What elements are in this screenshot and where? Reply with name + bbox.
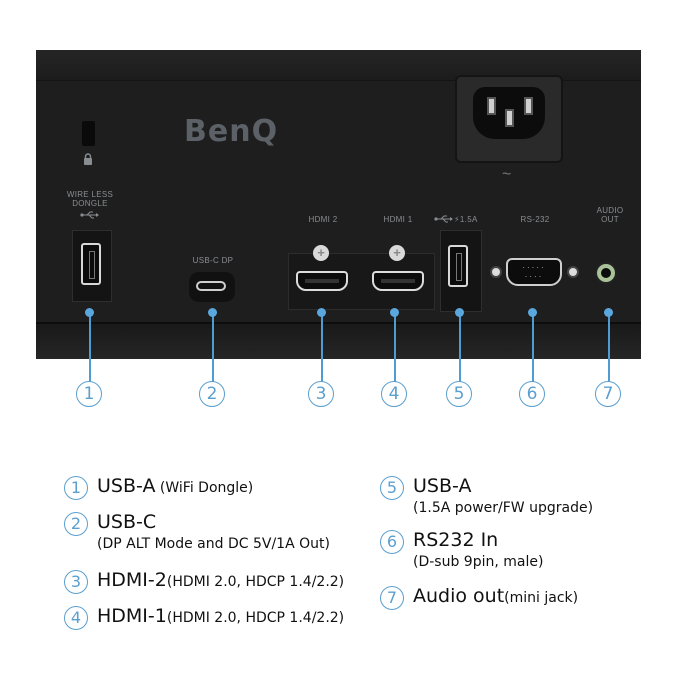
kensington-lock-slot bbox=[82, 121, 95, 146]
usb-a-dongle-port bbox=[81, 243, 101, 285]
legend-detail: (DP ALT Mode and DC 5V/1A Out) bbox=[97, 536, 330, 552]
callout-1: 1 bbox=[76, 381, 102, 407]
brand-logo: BenQ bbox=[184, 114, 279, 149]
legend-detail: (HDMI 2.0, HDCP 1.4/2.2) bbox=[166, 574, 345, 590]
usb-c-port bbox=[196, 281, 226, 291]
legend-detail: (HDMI 2.0, HDCP 1.4/2.2) bbox=[166, 610, 345, 626]
callout-dot bbox=[528, 308, 537, 317]
legend-number: 6 bbox=[380, 530, 404, 554]
label-rs232: RS-232 bbox=[520, 215, 550, 224]
usb-c-port-frame bbox=[189, 272, 235, 302]
label-audio-out: AUDIO OUT bbox=[596, 206, 624, 224]
power-socket-icon bbox=[473, 87, 545, 139]
leader-line bbox=[459, 312, 461, 382]
callout-3: 3 bbox=[308, 381, 334, 407]
label-hdmi1: HDMI 1 bbox=[383, 215, 413, 224]
legend-title: HDMI-1 bbox=[97, 605, 167, 627]
leader-line bbox=[608, 312, 610, 382]
legend-title: RS232 In bbox=[413, 529, 499, 551]
callout-dot bbox=[317, 308, 326, 317]
legend-number: 7 bbox=[380, 586, 404, 610]
callout-dot bbox=[455, 308, 464, 317]
callout-7: 7 bbox=[595, 381, 621, 407]
hdmi1-port bbox=[372, 271, 424, 291]
label-usb-c-dp: USB-C DP bbox=[192, 256, 234, 265]
callout-5: 5 bbox=[446, 381, 472, 407]
leader-line bbox=[212, 312, 214, 382]
legend-title: USB-A bbox=[413, 475, 472, 497]
callout-2: 2 bbox=[199, 381, 225, 407]
callout-dot bbox=[85, 308, 94, 317]
legend-number: 4 bbox=[64, 606, 88, 630]
usb-icon bbox=[434, 215, 453, 223]
dsub-nut bbox=[490, 266, 502, 278]
audio-out-jack bbox=[595, 262, 617, 284]
socket-pin bbox=[487, 97, 496, 115]
legend-number: 2 bbox=[64, 512, 88, 536]
power-socket bbox=[455, 75, 563, 163]
legend-number: 5 bbox=[380, 476, 404, 500]
legend-title: Audio out bbox=[413, 585, 505, 607]
legend-number: 3 bbox=[64, 570, 88, 594]
callout-4: 4 bbox=[381, 381, 407, 407]
leader-line bbox=[321, 312, 323, 382]
callout-dot bbox=[390, 308, 399, 317]
legend-number: 1 bbox=[64, 476, 88, 500]
ac-symbol: ~ bbox=[502, 166, 512, 183]
socket-pin bbox=[505, 109, 514, 127]
hdmi2-port bbox=[296, 271, 348, 291]
leader-line bbox=[89, 312, 91, 382]
callout-6: 6 bbox=[519, 381, 545, 407]
legend-detail: (1.5A power/FW upgrade) bbox=[413, 500, 594, 516]
usb-a-power-port-frame bbox=[440, 230, 482, 312]
usb-a-dongle-port-frame bbox=[72, 230, 112, 302]
panel-lower-lip bbox=[36, 322, 641, 359]
dsub-nut bbox=[567, 266, 579, 278]
label-hdmi2: HDMI 2 bbox=[308, 215, 338, 224]
screw-icon: + bbox=[389, 245, 405, 261]
legend-detail: (D-sub 9pin, male) bbox=[413, 554, 544, 570]
rs232-port: ········· bbox=[506, 258, 562, 286]
label-wireless-dongle: WIRE LESS DONGLE bbox=[66, 190, 114, 208]
legend-title: USB-A bbox=[97, 475, 156, 497]
callout-dot bbox=[604, 308, 613, 317]
label-usb-power: ⚡1.5A bbox=[454, 215, 478, 224]
legend-title: HDMI-2 bbox=[97, 569, 167, 591]
usb-icon bbox=[80, 211, 99, 219]
lock-icon bbox=[84, 153, 92, 165]
usb-a-power-port bbox=[448, 245, 468, 287]
screw-icon: + bbox=[313, 245, 329, 261]
legend-title: USB-C bbox=[97, 511, 157, 533]
legend-detail: (WiFi Dongle) bbox=[155, 480, 254, 496]
leader-line bbox=[532, 312, 534, 382]
socket-pin bbox=[524, 97, 533, 115]
legend-detail: (mini jack) bbox=[504, 590, 579, 606]
callout-dot bbox=[208, 308, 217, 317]
leader-line bbox=[394, 312, 396, 382]
